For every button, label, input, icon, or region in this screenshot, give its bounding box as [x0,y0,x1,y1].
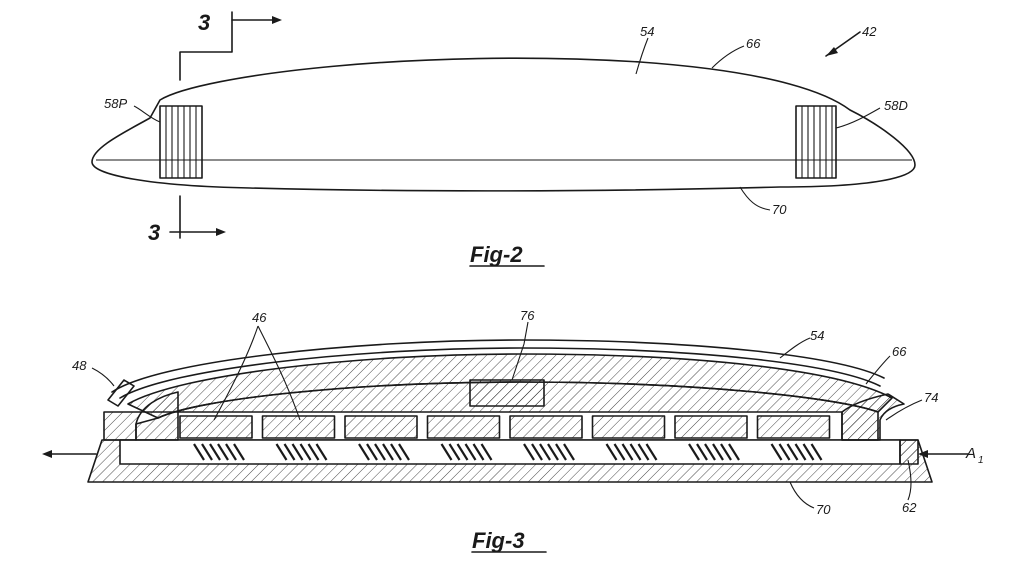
fig3-emitter-mark [358,443,370,461]
fig3-emitter-mark [217,443,229,461]
fig2-label-70: 70 [772,202,787,217]
fig3-label-66: 66 [892,344,907,359]
fig3-emitter-mark [786,443,799,461]
fig3-emitter-mark [547,443,559,461]
fig2-section-mark-bottom: 3 [148,220,160,245]
fig3-module-76 [469,379,545,407]
fig3-emitter-mark [778,443,791,461]
fig3-emitter-mark [307,443,320,461]
fig3-emitter-mark [366,443,378,461]
fig3-emitter-mark [225,443,237,461]
fig2-label-58p: 58P [104,96,127,111]
fig3-label-62: 62 [902,500,917,515]
fig3-emitter-mark [448,443,461,461]
fig3-emitter-mark [523,443,535,461]
fig3-emitter-mark [688,443,700,461]
fig3-emitter-mark [645,443,658,461]
fig3-led-module [179,415,253,439]
fig3-emitter-mark [637,443,650,461]
fig2-grille-58d [795,105,837,179]
fig2-caption: Fig-2 [470,242,523,267]
fig3-emitter-mark [275,443,288,461]
fig2-label-54: 54 [640,24,654,39]
fig3-emitter-mark [696,443,708,461]
fig3-emitter-mark [464,443,477,461]
fig3-emitter-mark [704,443,716,461]
fig3-label-76: 76 [520,308,535,323]
fig3-emitter-mark [810,443,823,461]
fig2-grille-58p [159,105,203,179]
fig3-label-74: 74 [924,390,938,405]
fig3-emitter-mark [390,443,402,461]
fig3-emitter-mark [201,443,213,461]
fig3-emitter-mark [629,443,642,461]
fig3-caption: Fig-3 [472,528,525,553]
fig3-led-module [426,415,501,439]
fig3-emitter-mark [728,443,740,461]
fig2-top-view: 3 3 54 66 42 58P 58D 70 Fig-2 [91,10,916,267]
fig3-emitter-mark [802,443,815,461]
fig3-emitter-mark [712,443,724,461]
fig3-emitter-mark [531,443,543,461]
fig3-label-54: 54 [810,328,824,343]
fig3-emitter-mark [480,443,493,461]
fig3-led-module [261,415,336,439]
fig3-label-a: A [965,445,976,462]
fig3-emitter-mark [440,443,453,461]
fig3-emitter-mark [770,443,783,461]
fig2-section-line [169,11,282,239]
fig3-emitter-mark [539,443,551,461]
fig3-led-module [344,415,418,439]
fig2-label-42: 42 [862,24,877,39]
fig3-emitter-mark [472,443,485,461]
fig3-label-70: 70 [816,502,831,517]
fig3-emitter-mark [456,443,469,461]
fig3-emitter-mark [193,443,205,461]
fig3-led-row [179,415,831,461]
fig3-emitter-mark [382,443,394,461]
fig3-led-module [756,415,831,439]
fig3-led-module [674,415,748,439]
fig3-section-view: 46 76 54 66 48 74 A 1 70 62 Fig-3 [42,308,984,553]
fig3-emitter-mark [720,443,732,461]
fig3-emitter-mark [794,443,807,461]
fig3-emitter-mark [209,443,221,461]
fig2-label-58d: 58D [884,98,908,113]
fig3-emitter-mark [563,443,575,461]
fig3-emitter-mark [291,443,304,461]
fig3-label-a-sub: 1 [978,455,984,466]
fig3-emitter-mark [398,443,410,461]
fig3-led-module [591,415,666,439]
fig3-cover-66 [111,339,885,393]
fig2-housing-outline [91,57,916,192]
fig3-led-module [509,415,583,439]
fig2-section-mark-top: 3 [198,10,210,35]
fig3-wall-right-62 [899,439,919,465]
fig3-emitter-mark [374,443,386,461]
fig3-emitter-mark [555,443,567,461]
fig3-emitter-mark [283,443,296,461]
fig3-emitter-mark [233,443,245,461]
fig3-emitter-mark [315,443,328,461]
fig2-label-66: 66 [746,36,761,51]
fig3-emitter-mark [299,443,312,461]
fig3-emitter-mark [605,443,618,461]
fig3-emitter-mark [613,443,626,461]
fig3-label-46: 46 [252,310,267,325]
fig3-label-48: 48 [72,358,87,373]
fig3-emitter-mark [621,443,634,461]
